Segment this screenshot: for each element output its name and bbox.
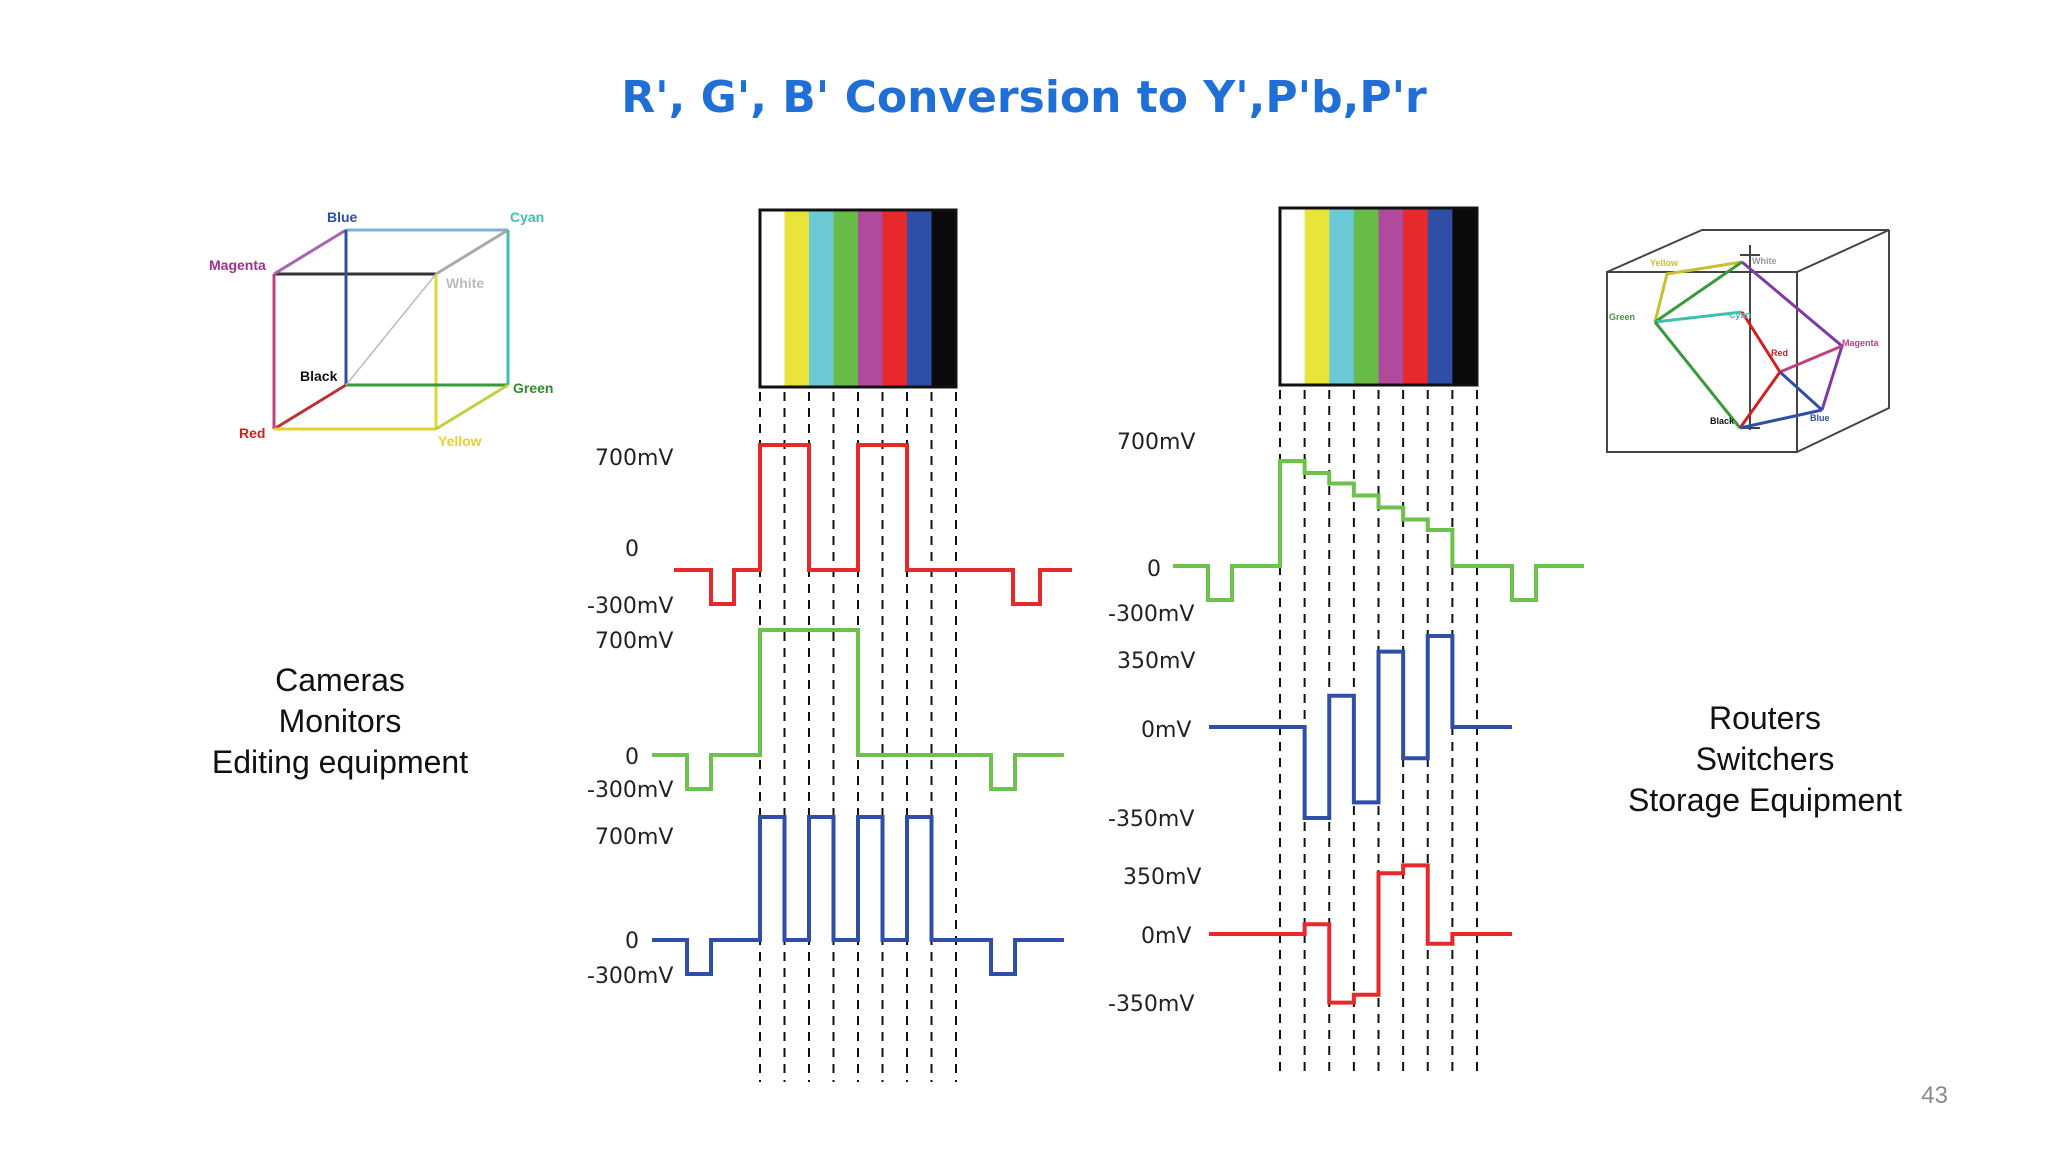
rgb-bars-frame [758,208,958,389]
green-wave-label-bottom: -300mV [587,778,673,803]
luma-wave-label-zero: 0 [1147,557,1161,582]
rgb-bar-7 [931,210,957,387]
pb-wave-label-bottom: -350mV [1108,807,1194,832]
ypbpr-bar-7 [1452,208,1478,385]
ypbpr-bar-3 [1353,208,1379,385]
rgb-cube-label: Black [300,368,338,384]
right-device-list: Routers Switchers Storage Equipment [1610,698,1920,821]
rgb-bar-6 [907,210,932,387]
pr-waveform [1209,863,1512,1005]
ypbpr-bar-6 [1427,208,1453,385]
left-device-item: Editing equipment [211,744,469,780]
color-bars-ypbpr [1278,206,1479,387]
rgb-cube-label: Yellow [438,433,482,449]
red-wave-label-bottom: -300mV [587,594,673,619]
ypbpr-cube-label: Red [1771,348,1788,358]
rgb-bar-4 [858,210,883,387]
blue-wave-label-zero: 0 [625,929,639,954]
waveforms [652,442,1584,1005]
left-device-item: Cameras [275,662,405,698]
right-device-item: Storage Equipment [1628,782,1902,818]
red-wave-label-zero: 0 [625,537,639,562]
blue-wave-label-bottom: -300mV [587,964,673,989]
luma-wave-label-top: 700mV [1117,430,1195,455]
green-waveform [652,627,1064,791]
ypbpr-bar-0 [1280,208,1306,385]
right-device-item: Routers [1708,700,1822,736]
ypbpr-cube-label: Black [1710,416,1735,426]
rgb-bar-2 [809,210,834,387]
rgb-bar-3 [833,210,859,387]
ypbpr-bar-2 [1329,208,1355,385]
blue-wave-label-top: 700mV [595,825,673,850]
pr-wave-label-zero: 0mV [1141,924,1191,949]
pr-wave-label-top: 350mV [1123,865,1201,890]
green-wave-label-top: 700mV [595,629,673,654]
rgb-bar-0 [760,210,785,387]
pb-wave-label-zero: 0mV [1141,718,1191,743]
ypbpr-color-cube: Yellow White Green Cyan Red Magenta Blac… [1606,229,1890,453]
luma-waveform [1173,459,1584,602]
pr-wave-label-bottom: -350mV [1108,992,1194,1017]
rgb-cube-label: White [446,275,484,291]
pb-waveform [1209,634,1512,820]
ypbpr-bars-frame [1278,206,1479,387]
ypbpr-cube-label: Blue [1810,413,1830,423]
red-wave-label-top: 700mV [595,446,673,471]
ypbpr-cube-label: Green [1609,312,1635,322]
green-wave-label-zero: 0 [625,745,639,770]
red-waveform [674,442,1072,606]
color-bars-rgb [758,208,958,389]
pb-wave-label-top: 350mV [1117,649,1195,674]
left-device-list: Cameras Monitors Editing equipment [190,660,490,783]
rgb-color-cube: Blue Cyan Magenta White Black Green Red … [209,209,553,449]
left-device-item: Monitors [278,703,402,739]
blue-waveform [652,815,1064,976]
rgb-cube-label: Magenta [209,257,266,273]
ypbpr-bar-4 [1378,208,1404,385]
ypbpr-cube-label: Magenta [1842,338,1880,348]
ypbpr-cube-label: Yellow [1650,258,1679,268]
rgb-bar-1 [784,210,810,387]
luma-wave-label-bottom: -300mV [1108,602,1194,627]
ypbpr-cube-label: Cyan [1729,310,1751,320]
ypbpr-bar-5 [1403,208,1429,385]
rgb-cube-label: Red [239,425,265,441]
page-number: 43 [1921,1082,1948,1109]
ypbpr-cube-label: White [1752,256,1777,266]
rgb-cube-label: Cyan [510,209,544,225]
slide-title: R', G', B' Conversion to Y',P'b,P'r [621,72,1427,123]
rgb-bar-5 [882,210,908,387]
ypbpr-bar-1 [1304,208,1330,385]
rgb-cube-label: Green [513,380,553,396]
right-device-item: Switchers [1695,741,1835,777]
rgb-cube-label: Blue [327,209,358,225]
